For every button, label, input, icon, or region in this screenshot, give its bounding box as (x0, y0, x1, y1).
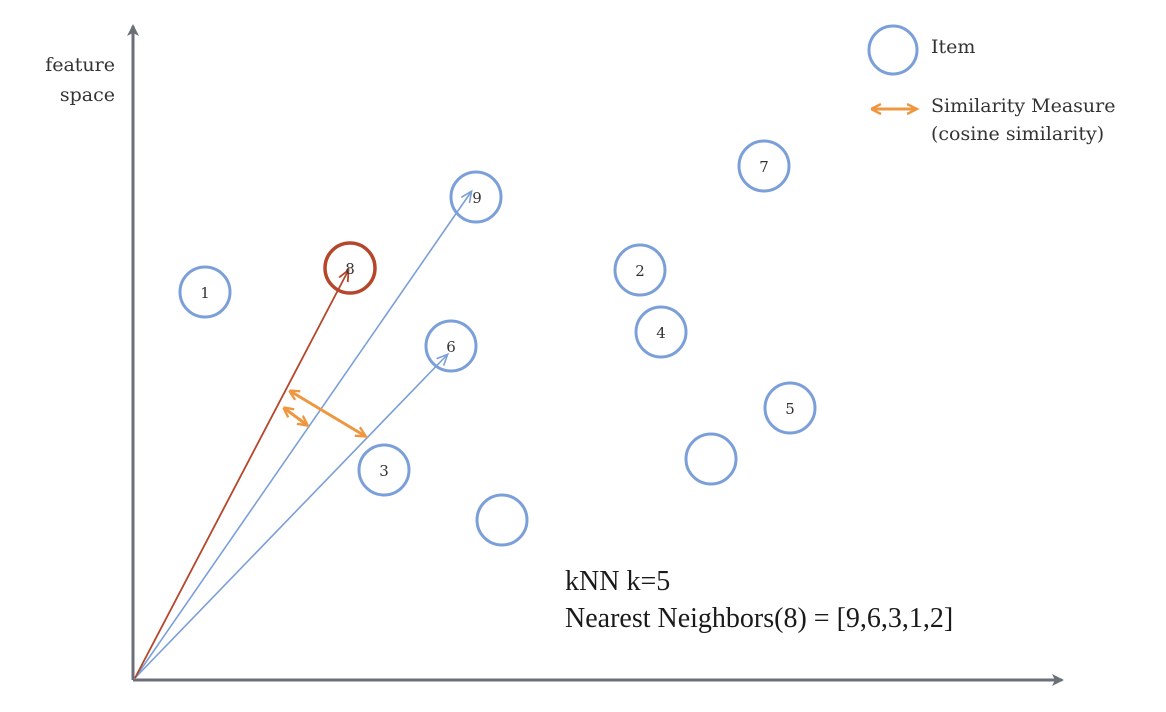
item-8-query: 8 (323, 241, 377, 295)
item-9: 9 (449, 170, 503, 224)
item-3-label: 3 (379, 462, 389, 480)
item-7: 7 (737, 139, 791, 193)
legend-similarity-label-line1: Similarity Measure (931, 95, 1116, 117)
item-unlabeled-a (684, 432, 738, 486)
item-6: 6 (424, 319, 478, 373)
similarity-arrow-8-6 (290, 391, 365, 436)
similarity-arrow-8-9 (284, 408, 307, 425)
item-unlabeled-b (475, 493, 529, 547)
item-4-label: 4 (656, 324, 666, 342)
item-1-label: 1 (200, 284, 210, 302)
item-9-label: 9 (472, 189, 482, 207)
item-1: 1 (178, 265, 232, 319)
y-axis-label-line1: feature (45, 54, 115, 76)
item-7-label: 7 (759, 158, 769, 176)
item-4: 4 (634, 305, 688, 359)
vector-to-item-9 (134, 192, 471, 679)
legend: Item Similarity Measure (cosine similari… (867, 24, 1116, 145)
item-8-label: 8 (345, 260, 355, 278)
nearest-neighbors-text: Nearest Neighbors(8) = [9,6,3,1,2] (565, 603, 953, 634)
legend-item-icon (867, 24, 919, 76)
item-5-label: 5 (785, 400, 795, 418)
knn-parameter-text: kNN k=5 (565, 566, 670, 597)
vector-to-item-6 (134, 355, 447, 679)
legend-similarity-label-line2: (cosine similarity) (931, 123, 1104, 145)
item-3: 3 (357, 443, 411, 497)
y-axis-label-line2: space (60, 84, 115, 106)
item-2-label: 2 (635, 262, 645, 280)
vector-to-item-8 (134, 271, 348, 679)
legend-item-label: Item (931, 36, 975, 58)
item-2: 2 (613, 243, 667, 297)
item-6-label: 6 (446, 338, 456, 356)
item-5: 5 (763, 381, 817, 435)
